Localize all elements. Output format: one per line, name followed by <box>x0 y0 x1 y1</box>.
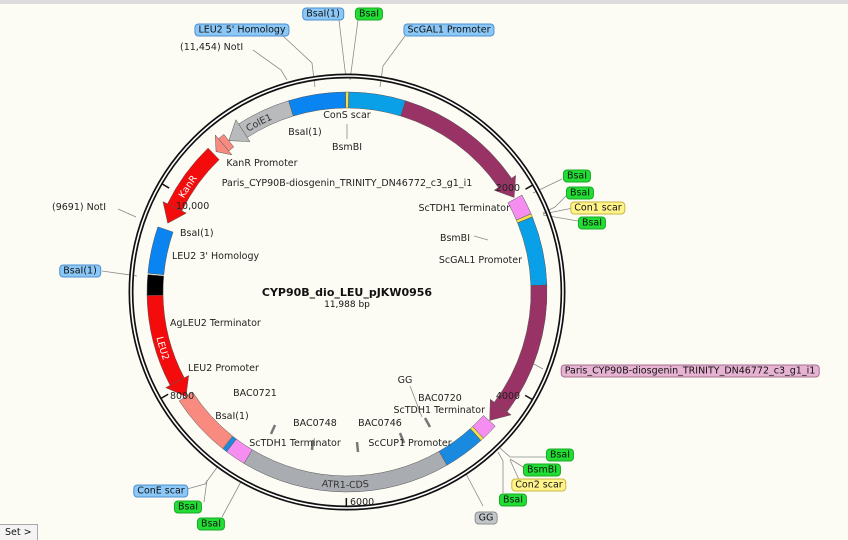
plasmid-name: CYP90B_dio_LEU_pJKW0956 <box>262 286 433 299</box>
scgal1-promoter-tag[interactable]: ScGAL1 Promoter <box>403 24 494 37</box>
inner-label-sctdh1-right: ScTDH1 Terminator <box>418 203 510 214</box>
feature-leu2[interactable] <box>147 295 189 396</box>
plasmid-length: 11,988 bp <box>324 300 370 310</box>
tick-mark <box>526 185 533 189</box>
feature-label: ATR1-CDS <box>321 478 369 491</box>
inner-label-kanr-promoter: KanR Promoter <box>226 158 297 169</box>
noti-site-label[interactable]: (11,454) NotI <box>180 42 243 53</box>
inner-label-agleu2-terminator: AgLEU2 Terminator <box>170 318 261 329</box>
bsai-site-tag[interactable]: BsaI <box>566 187 594 200</box>
tick-mark <box>525 395 532 399</box>
set-button[interactable]: Set > <box>0 524 38 540</box>
inner-label-bsai-bottom: BsaI(1) <box>215 411 249 422</box>
bsai-site-tag[interactable]: BsaI <box>578 217 606 230</box>
cone-scar-tag[interactable]: ConE scar <box>133 485 188 498</box>
bsai1-site-tag[interactable]: BsaI(1) <box>59 265 101 278</box>
primer-label: BAC0720 <box>418 393 462 404</box>
inner-label-sccup1: ScCUP1 Promoter <box>368 438 451 449</box>
inner-label-bsai-left: BsaI(1) <box>180 228 214 239</box>
inner-label-sctdh1-bottom: ScTDH1 Terminator <box>249 438 341 449</box>
noti-site-label[interactable]: (9691) NotI <box>52 202 106 213</box>
tick-label: 2000 <box>496 183 520 194</box>
feature-scgal1-promoter[interactable] <box>518 217 547 286</box>
tick-label: 6000 <box>350 497 374 508</box>
inner-label-bsai-top: BsaI(1) <box>288 127 322 138</box>
tick-mark <box>162 184 169 188</box>
bsai-site-tag[interactable]: BsaI <box>546 449 574 462</box>
primer-label: BAC0721 <box>233 388 277 399</box>
primer-mark-gg <box>425 418 430 427</box>
tick-mark <box>161 394 168 398</box>
inner-label-sctdh1-bottom-right: ScTDH1 Terminator <box>393 405 485 416</box>
bsai-site-tag[interactable]: BsaI <box>499 494 527 507</box>
bsmbi-label: BsmBI <box>440 233 470 244</box>
bsai-site-tag[interactable]: BsaI <box>197 518 225 531</box>
tick-labels: 2000 4000 6000 8000 10,000 <box>170 183 520 508</box>
inner-label-leu2-promoter: LEU2 Promoter <box>188 363 259 374</box>
bsai1-site-tag[interactable]: BsaI(1) <box>302 8 344 21</box>
bsai-site-tag[interactable]: BsaI <box>174 501 202 514</box>
con2-scar-tag[interactable]: Con2 scar <box>511 479 566 492</box>
con1-scar-tag[interactable]: Con1 scar <box>570 202 625 215</box>
feature-agleu2-terminator[interactable] <box>147 275 164 296</box>
inner-label-cons: ConS scar <box>323 110 371 121</box>
bsai-site-tag[interactable]: BsaI <box>355 8 383 21</box>
bsmbi-site-tag[interactable]: BsmBI <box>523 464 561 477</box>
gg-tag[interactable]: GG <box>475 512 498 525</box>
tick-label: 8000 <box>170 391 194 402</box>
feature-leu2-3-homology[interactable] <box>148 227 173 275</box>
tick-label: 4000 <box>496 391 520 402</box>
paris-cyp90b-tag[interactable]: Paris_CYP90B-diosgenin_TRINITY_DN46772_c… <box>561 365 820 378</box>
bsmbi-label: BsmBI <box>332 142 362 153</box>
tick-label: 10,000 <box>176 201 209 212</box>
inner-label-scgal1-right: ScGAL1 Promoter <box>439 255 522 266</box>
primer-mark-bac0721 <box>271 425 275 434</box>
feature-cons-scar[interactable] <box>346 92 349 108</box>
inner-labels: ConS scar BsaI(1) BsmBI KanR Promoter Pa… <box>170 110 522 449</box>
leu2-5-homology-tag[interactable]: LEU2 5' Homology <box>194 24 289 37</box>
primer-label: GG <box>398 375 413 386</box>
bsai-site-tag[interactable]: BsaI <box>563 170 591 183</box>
inner-label-leu2-3-homology: LEU2 3' Homology <box>172 251 259 262</box>
primer-label: BAC0748 <box>293 418 337 429</box>
inner-label-paris-top: Paris_CYP90B-diosgenin_TRINITY_DN46772_c… <box>222 178 473 189</box>
primer-mark-bac0746 <box>357 442 358 452</box>
primer-label: BAC0746 <box>358 418 402 429</box>
